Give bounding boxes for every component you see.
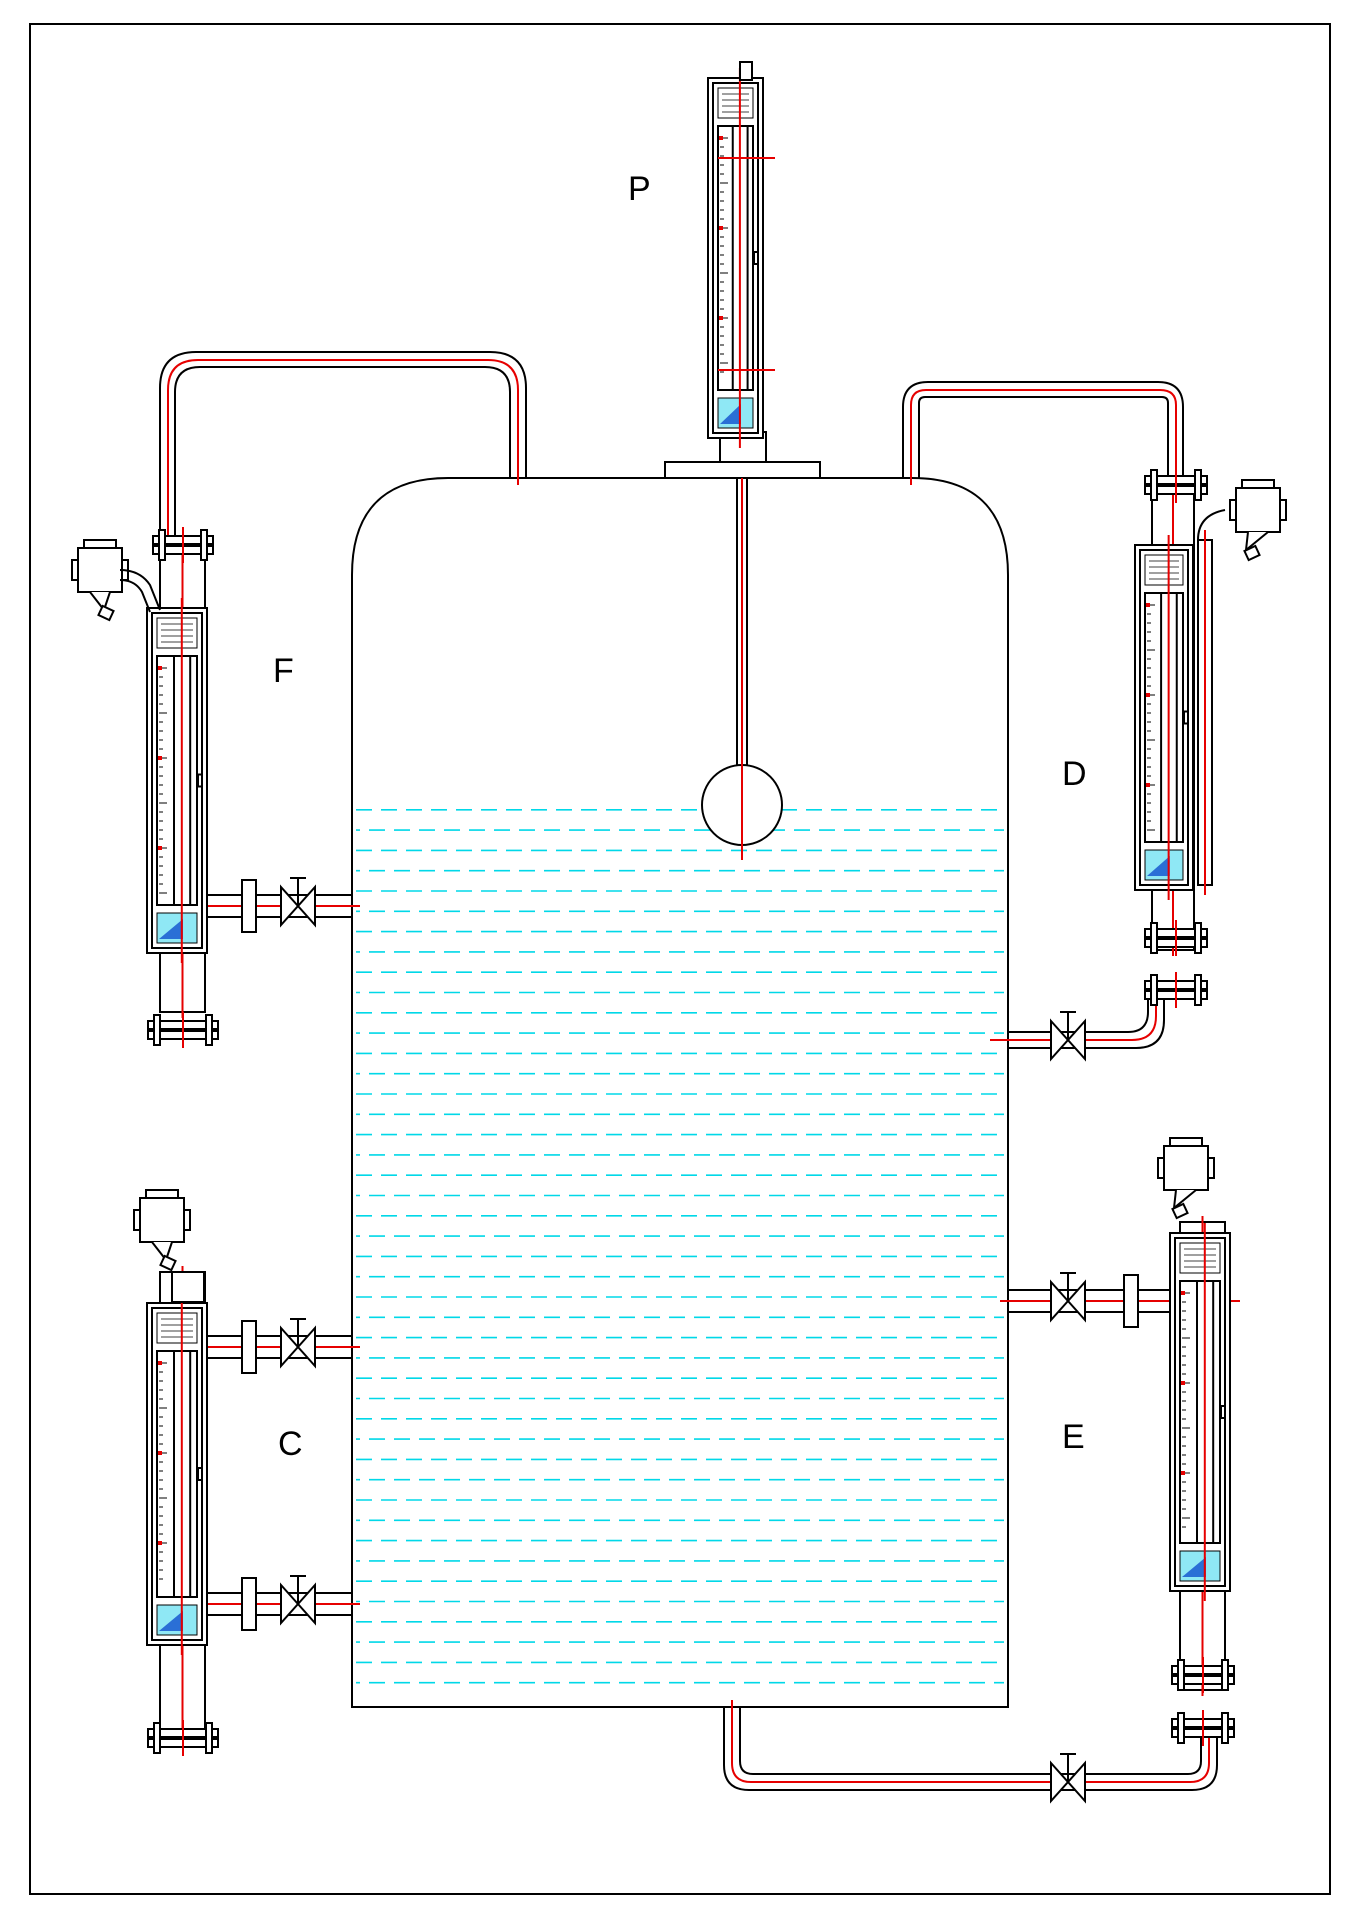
gauge-cap bbox=[171, 1271, 205, 1303]
level-gauges bbox=[71, 61, 1287, 1756]
gauge-flange bbox=[1144, 920, 1208, 956]
cable-conduit bbox=[1197, 509, 1226, 541]
gauge-flange bbox=[147, 1720, 219, 1756]
gate-valve bbox=[1050, 1753, 1086, 1804]
gauge-flange bbox=[1171, 1710, 1235, 1746]
magnetic-level-gauge bbox=[1169, 1223, 1231, 1601]
gate-valve bbox=[1050, 1011, 1086, 1062]
upper-left-equalizer-pipe bbox=[159, 351, 527, 545]
gauge-flange bbox=[1144, 467, 1208, 503]
gate-valve bbox=[280, 1318, 316, 1369]
side-connection-pipes bbox=[150, 894, 1240, 1616]
gate-valve bbox=[280, 877, 316, 928]
top-flange bbox=[664, 461, 821, 479]
gate-valve bbox=[280, 1575, 316, 1626]
gauge-flange bbox=[1171, 1657, 1235, 1693]
label-c: C bbox=[278, 1425, 303, 1463]
valves bbox=[280, 877, 1086, 1804]
pipe-flanges bbox=[241, 879, 1139, 1631]
switch-transmitter-head bbox=[71, 539, 129, 622]
magnetic-level-gauge bbox=[1134, 535, 1194, 900]
magnetic-level-gauge bbox=[707, 68, 764, 448]
magnetic-level-gauge bbox=[146, 1293, 208, 1655]
bottom-drain-pipe bbox=[723, 1700, 1218, 1791]
tank-shell bbox=[351, 477, 1009, 1708]
label-p: P bbox=[628, 170, 651, 208]
gauge-flange bbox=[1144, 972, 1208, 1008]
gauge-flange bbox=[147, 1012, 219, 1048]
switch-transmitter-head bbox=[1229, 479, 1287, 562]
gate-valve bbox=[1050, 1272, 1086, 1323]
label-e: E bbox=[1062, 1418, 1085, 1456]
label-f: F bbox=[273, 652, 294, 690]
switch-transmitter-head bbox=[133, 1189, 191, 1272]
upper-right-equalizer-pipe bbox=[902, 381, 1184, 485]
cable-conduit bbox=[119, 579, 151, 613]
gauge-cap bbox=[739, 61, 753, 81]
liquid-fill bbox=[356, 808, 1004, 1684]
magnetic-level-gauge bbox=[146, 598, 208, 963]
gauge-flange bbox=[152, 527, 214, 563]
right-lower-connection-pipe bbox=[990, 990, 1165, 1049]
drawing-border bbox=[29, 23, 1331, 1895]
cable-conduit bbox=[119, 569, 161, 611]
tank bbox=[351, 431, 1009, 1708]
switch-transmitter-head bbox=[1157, 1137, 1215, 1220]
label-d: D bbox=[1062, 755, 1087, 793]
